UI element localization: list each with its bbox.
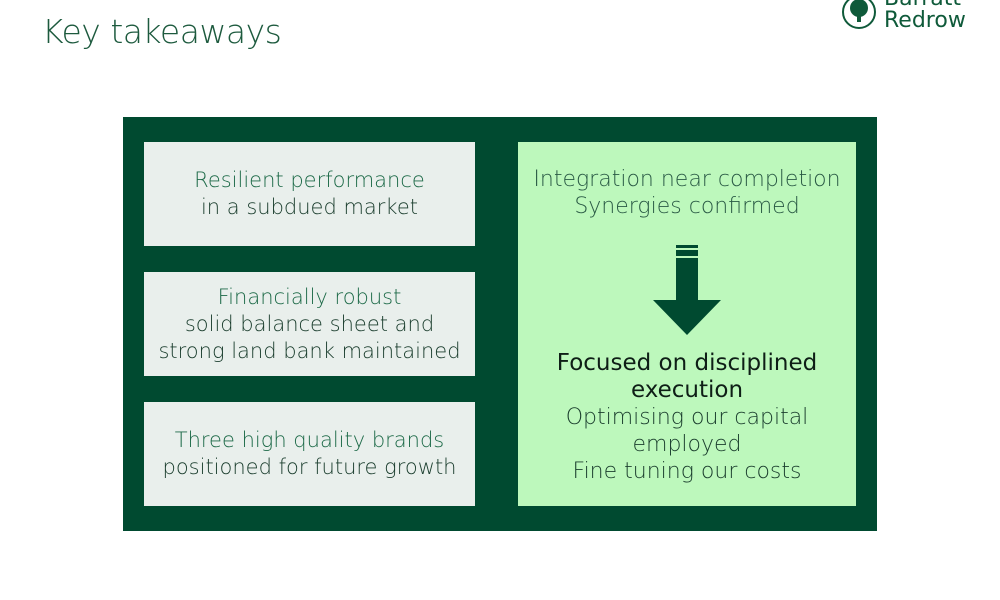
takeaway-box-2: Financially robust solid balance sheet a… bbox=[144, 272, 475, 376]
box-heading: Resilient performance bbox=[194, 168, 425, 192]
arrow-down-icon bbox=[653, 245, 721, 335]
focus-heading-2: execution bbox=[630, 377, 744, 403]
logo-line1: Barratt bbox=[884, 0, 961, 10]
focus-line-2: Fine tuning our costs bbox=[572, 459, 802, 484]
focus-box: Integration near completion Synergies co… bbox=[518, 142, 856, 506]
barratt-redrow-logo: Barratt Redrow bbox=[840, 0, 970, 34]
focus-heading-1: Focused on disciplined bbox=[556, 350, 818, 376]
box-heading: Financially robust bbox=[217, 284, 402, 309]
box-line: strong land bank maintained bbox=[158, 338, 461, 363]
page-title: Key takeaways bbox=[42, 12, 282, 51]
box-line: solid balance sheet and bbox=[184, 311, 435, 336]
box-heading: Three high quality brands bbox=[174, 428, 445, 452]
takeaway-box-3: Three high quality brands positioned for… bbox=[144, 402, 475, 506]
takeaway-box-1: Resilient performance in a subdued marke… bbox=[144, 142, 475, 246]
integration-text: Integration near completion bbox=[533, 167, 841, 192]
synergies-text: Synergies confirmed bbox=[574, 194, 800, 219]
logo-line2: Redrow bbox=[884, 8, 966, 33]
focus-line-1: Optimising our capital employed bbox=[565, 405, 809, 457]
tree-icon bbox=[842, 0, 876, 29]
box-line: positioned for future growth bbox=[162, 455, 457, 479]
box-line: in a subdued market bbox=[200, 195, 419, 219]
